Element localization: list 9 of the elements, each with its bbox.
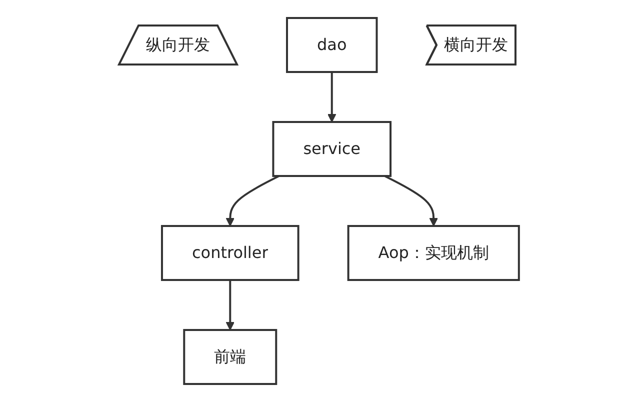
- node-box: service: [272, 121, 392, 177]
- node-box: 前端: [182, 328, 277, 385]
- node-box: dao: [286, 17, 378, 73]
- node-box: controller: [160, 225, 299, 281]
- arrow: [225, 175, 280, 226]
- arrow: [225, 280, 234, 330]
- arrow: [327, 72, 336, 122]
- node-box: Aop：实现机制: [346, 225, 520, 281]
- arrow: [384, 175, 438, 226]
